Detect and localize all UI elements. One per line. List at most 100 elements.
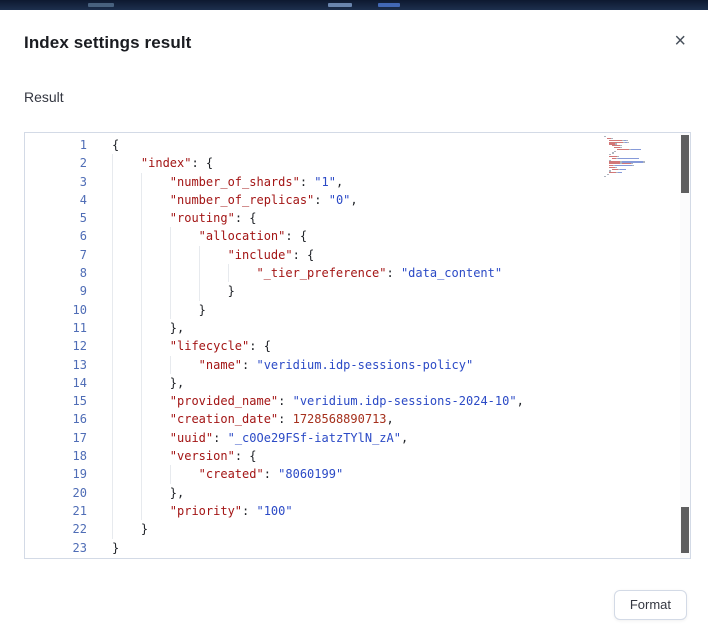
line-number: 22 xyxy=(72,522,87,537)
indent-guide xyxy=(112,300,141,319)
line-number: 11 xyxy=(72,320,87,335)
close-icon[interactable]: × xyxy=(674,30,686,52)
code-line: 21 "priority": "100" xyxy=(25,501,690,521)
code-line: 2"index": { xyxy=(25,154,690,173)
indent-guide xyxy=(112,318,141,338)
code-text: "allocation": { xyxy=(112,227,307,246)
line-number: 15 xyxy=(72,394,87,409)
background-page-fragment xyxy=(328,3,352,7)
code-line: 5"routing": { xyxy=(25,209,690,228)
modal-title: Index settings result xyxy=(24,33,192,52)
code-text: "number_of_replicas": "0", xyxy=(112,190,358,210)
indent-guide xyxy=(169,227,199,246)
code-line: 11}, xyxy=(25,318,690,338)
code-text: "routing": { xyxy=(112,209,257,228)
vertical-scrollbar[interactable] xyxy=(680,133,690,558)
line-number: 13 xyxy=(72,357,87,372)
indent-guide xyxy=(112,190,141,210)
code-text: "_tier_preference": "data_content" xyxy=(112,264,502,283)
indent-guide xyxy=(198,282,228,301)
indent-guide xyxy=(169,245,199,265)
indent-guide xyxy=(227,264,257,283)
code-line: 6 "allocation": { xyxy=(25,227,690,246)
code-line: 1{ xyxy=(25,136,690,154)
code-text: "uuid": "_c0Oe29FSf-iatzTYlN_zA", xyxy=(112,428,408,448)
indent-guide xyxy=(112,172,141,191)
code-text: "priority": "100" xyxy=(112,501,293,521)
code-line: 13 "name": "veridium.idp-sessions-policy" xyxy=(25,355,690,374)
indent-guide xyxy=(140,373,170,393)
indent-guide xyxy=(112,282,141,301)
code-text: "creation_date": 1728568890713, xyxy=(112,410,394,429)
indent-guide xyxy=(140,465,170,484)
code-line: 22} xyxy=(25,520,690,539)
code-line: 4 "number_of_replicas": "0", xyxy=(25,190,690,210)
format-button[interactable]: Format xyxy=(613,590,687,620)
indent-guide xyxy=(140,337,170,356)
indent-guide xyxy=(112,154,141,173)
indent-guide xyxy=(112,447,141,466)
indent-guide xyxy=(112,245,141,265)
indent-guide xyxy=(112,264,141,283)
indent-guide xyxy=(169,282,199,301)
line-number: 14 xyxy=(72,375,87,390)
indent-guide xyxy=(198,264,228,283)
json-editor[interactable]: 1{2"index": {3"number_of_shards": "1",4"… xyxy=(24,132,691,559)
code-text: "created": "8060199" xyxy=(112,465,343,484)
line-number: 7 xyxy=(79,247,87,262)
code-text: } xyxy=(112,520,148,539)
code-text: }, xyxy=(112,483,184,502)
indent-guide xyxy=(169,355,199,374)
line-number: 18 xyxy=(72,449,87,464)
background-page-strip xyxy=(0,0,708,10)
index-settings-result-modal: Index settings result × Result 1{2"index… xyxy=(0,10,708,638)
line-number: 9 xyxy=(79,284,87,299)
indent-guide xyxy=(140,264,170,283)
indent-guide xyxy=(140,355,170,374)
modal-footer: Format xyxy=(613,590,687,620)
code-text: "version": { xyxy=(112,447,257,466)
code-line: 10} xyxy=(25,300,690,319)
indent-guide xyxy=(112,209,141,228)
indent-guide xyxy=(140,282,170,301)
indent-guide xyxy=(140,190,170,210)
indent-guide xyxy=(140,209,170,228)
minimap xyxy=(604,136,676,178)
code-line: 16"creation_date": 1728568890713, xyxy=(25,410,690,429)
line-number: 4 xyxy=(79,192,87,207)
indent-guide xyxy=(140,172,170,191)
code-text: }, xyxy=(112,373,184,393)
indent-guide xyxy=(140,245,170,265)
indent-guide xyxy=(140,318,170,338)
line-number: 8 xyxy=(79,266,87,281)
indent-guide xyxy=(112,483,141,502)
indent-guide xyxy=(112,465,141,484)
code-line: 9} xyxy=(25,282,690,301)
code-line: 8 "_tier_preference": "data_content" xyxy=(25,264,690,283)
indent-guide xyxy=(112,392,141,411)
scrollbar-thumb-bottom[interactable] xyxy=(681,507,689,553)
code-text: "name": "veridium.idp-sessions-policy" xyxy=(112,355,473,374)
code-line: 17"uuid": "_c0Oe29FSf-iatzTYlN_zA", xyxy=(25,428,690,448)
indent-guide xyxy=(169,300,199,319)
indent-guide xyxy=(112,227,141,246)
code-line: 23} xyxy=(25,539,690,557)
indent-guide xyxy=(169,264,199,283)
code-line: 12"lifecycle": { xyxy=(25,337,690,356)
scrollbar-thumb[interactable] xyxy=(681,135,689,193)
line-number: 6 xyxy=(79,229,87,244)
indent-guide xyxy=(169,465,199,484)
indent-guide xyxy=(140,447,170,466)
code-text: } xyxy=(112,282,235,301)
line-number: 21 xyxy=(72,503,87,518)
code-line: 7"include": { xyxy=(25,245,690,265)
indent-guide xyxy=(198,245,228,265)
code-area[interactable]: 1{2"index": {3"number_of_shards": "1",4"… xyxy=(25,133,690,557)
code-line: 19"created": "8060199" xyxy=(25,465,690,484)
line-number: 2 xyxy=(79,156,87,171)
indent-guide xyxy=(140,410,170,429)
code-text: "lifecycle": { xyxy=(112,337,271,356)
background-page-fragment xyxy=(88,3,114,7)
line-number: 23 xyxy=(72,540,87,555)
result-label: Result xyxy=(24,89,64,105)
